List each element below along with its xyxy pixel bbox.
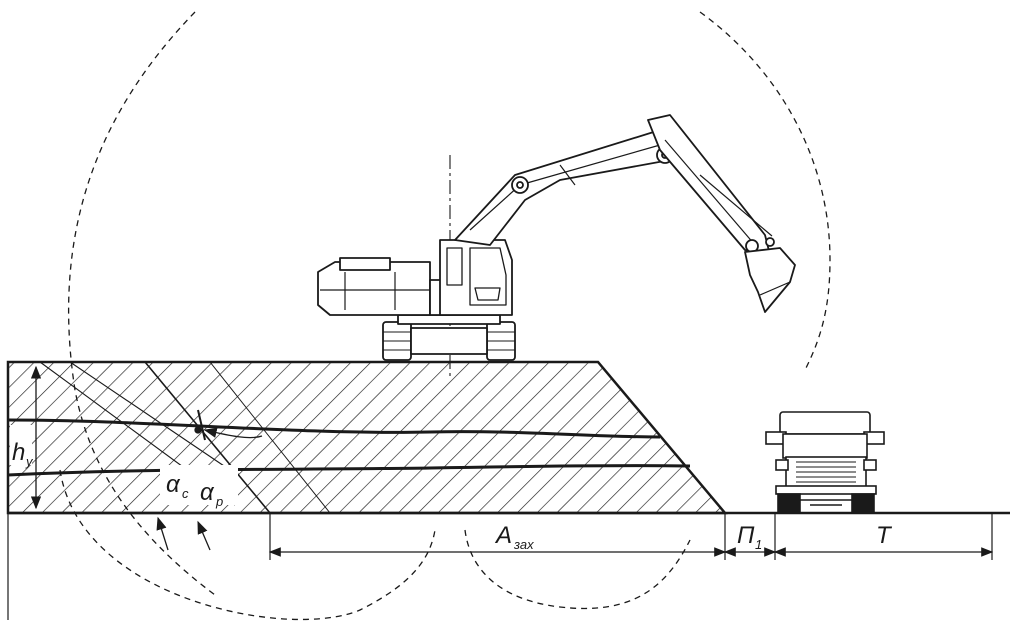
- excavator-bucket: [744, 247, 796, 313]
- excavator-tracks: [382, 314, 516, 361]
- dump-truck: [765, 411, 885, 513]
- alpha-c-sub: с: [182, 486, 189, 501]
- lower-right-arc: [464, 529, 691, 610]
- layer-boundary-upper: [7, 418, 661, 439]
- layer-boundary-lower: [7, 464, 691, 477]
- right-radius-arc: [699, 11, 831, 371]
- h-label-sub: у: [25, 454, 34, 469]
- alpha-c-label: α: [166, 471, 181, 498]
- excavator-cab: [439, 239, 513, 316]
- excavator: [317, 114, 796, 380]
- lower-left-arc: [59, 469, 436, 621]
- a-zah-label: А: [494, 522, 512, 549]
- alpha-p-label: α: [200, 479, 215, 506]
- p1-sub: 1: [755, 537, 762, 552]
- alpha-label-bg: [160, 465, 238, 505]
- slope-angle-markers: [156, 409, 263, 551]
- bench-height-dimension: h у: [12, 365, 42, 510]
- excavator-stick: [647, 114, 775, 256]
- excavator-body: [317, 257, 451, 316]
- t-label: Т: [876, 522, 893, 549]
- alpha-p-sub: р: [215, 494, 223, 509]
- a-zah-sub: зах: [513, 537, 534, 552]
- dimension-chain: [7, 513, 994, 620]
- h-label-bg: [10, 425, 32, 465]
- cut-line-3: [69, 361, 231, 471]
- excavator-boom: [454, 129, 674, 246]
- cut-line-2: [209, 361, 331, 514]
- p1-label: П: [737, 522, 755, 549]
- h-label: h: [12, 439, 25, 466]
- bench-soil-body: [6, 360, 728, 515]
